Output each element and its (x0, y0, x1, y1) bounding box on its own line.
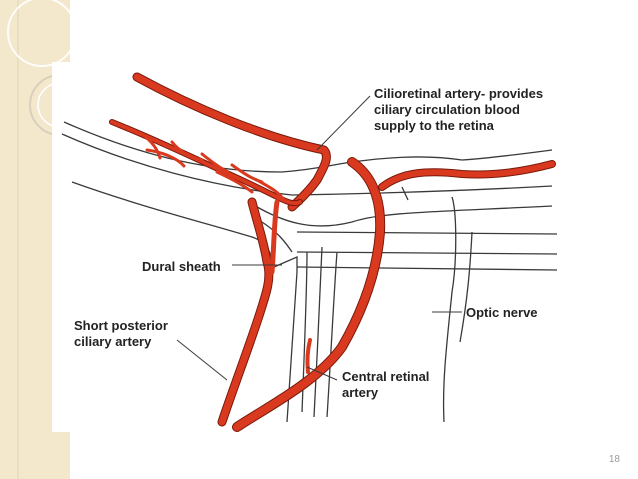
page-number: 18 (608, 454, 620, 465)
eye-vascular-diagram: Cilioretinal artery- provides ciliary ci… (52, 62, 617, 432)
optic-nerve-label: Optic nerve (466, 305, 538, 320)
dural-sheath-label: Dural sheath (142, 259, 221, 274)
cilioretinal-artery-label: Cilioretinal artery- provides ciliary ci… (374, 86, 544, 133)
short-posterior-ciliary-artery-label: Short posterior ciliary artery (74, 318, 168, 349)
central-retinal-artery-label: Central retinal artery (342, 369, 430, 400)
